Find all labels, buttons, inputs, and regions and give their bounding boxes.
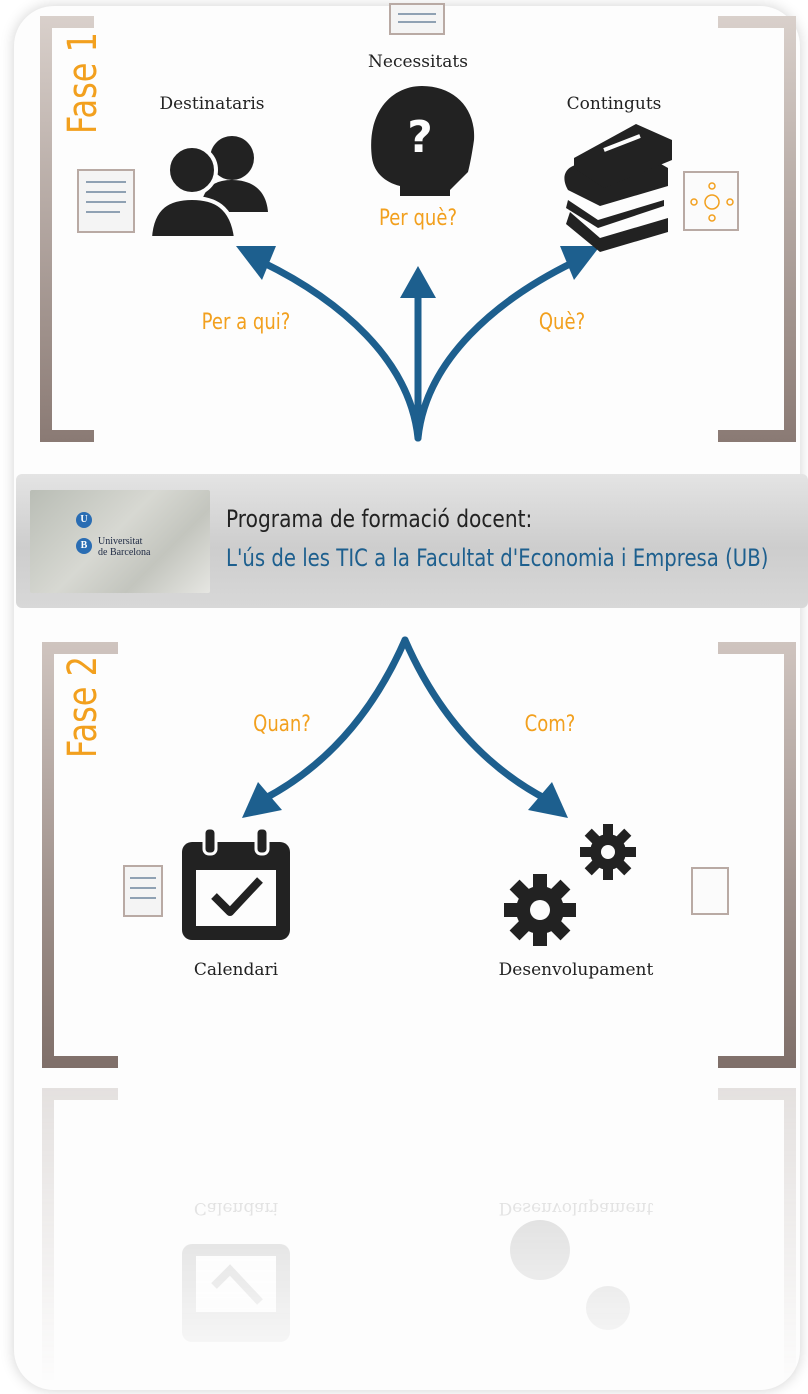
logo-university: Universitat (98, 536, 143, 547)
question-que: Què? (538, 310, 586, 335)
reflection-left-bracket (42, 1088, 118, 1380)
thumb-calendari (123, 865, 163, 917)
reflection-right-bracket (718, 1088, 796, 1380)
banner-title-line2: L'ús de les TIC a la Facultat d'Economia… (226, 544, 769, 572)
arrowhead-calendari (242, 782, 282, 818)
thumb-content (86, 13, 436, 899)
phase2-arrowheads (242, 782, 568, 818)
gears-icon (504, 824, 636, 946)
question-quan: Quan? (253, 712, 311, 737)
ub-logo: U B Universitat de Barcelona (30, 490, 210, 593)
phase2-arrows (258, 636, 552, 804)
phase2-title: Fase 2 (60, 656, 106, 758)
label-calendari: Calendari (193, 960, 279, 980)
logo-city: de Barcelona (98, 547, 151, 558)
logo-letter-b: B (76, 538, 92, 554)
arrow-to-calendari (258, 636, 409, 804)
arrowhead-destinataris (236, 246, 276, 280)
banner-title-line1: Programa de formació docent: (226, 505, 533, 533)
question-per-que: Per què? (378, 206, 458, 231)
label-continguts: Continguts (566, 94, 662, 114)
question-com: Com? (524, 712, 576, 737)
label-necessitats: Necessitats (368, 52, 468, 72)
arrowhead-desenvolupament (528, 782, 568, 818)
label-destinataris: Destinataris (159, 94, 265, 114)
users-icon (147, 136, 268, 240)
phase1-arrows (258, 258, 578, 442)
arrowhead-continguts (560, 246, 600, 280)
phase1-title: Fase 1 (60, 32, 106, 135)
arrowhead-necessitats (400, 266, 436, 298)
phase1-left-bracket (40, 16, 94, 442)
thumb-necessitats (389, 3, 445, 35)
label-desenvolupament: Desenvolupament (498, 960, 654, 980)
phase1-arrowheads (236, 246, 600, 298)
svg-text:?: ? (407, 112, 433, 163)
reflection-label-calendari: Calendari (193, 1198, 279, 1218)
slide-card (14, 6, 800, 1390)
books-icon (564, 124, 672, 252)
phase1-right-bracket (718, 16, 796, 442)
arrow-to-destinataris (258, 258, 422, 442)
calendar-check-icon (182, 826, 290, 940)
arrow-to-desenvolupament (401, 636, 552, 804)
reflection-label-desenvolupament: Desenvolupament (498, 1198, 654, 1218)
arrow-to-continguts (414, 258, 578, 442)
reflection-gears-icon (510, 1220, 630, 1330)
reflection-calendar-icon (182, 1244, 290, 1342)
reflection-graphics (42, 1088, 796, 1380)
network-icon (690, 182, 734, 222)
logo-letter-u: U (76, 512, 92, 528)
phase2-right-bracket (718, 642, 796, 1068)
question-head-icon: ? (371, 86, 475, 196)
mirror-reflection: Calendari Desenvolupament (14, 1080, 800, 1390)
thumb-desenvolupament (691, 867, 729, 915)
phase2-left-bracket (42, 642, 118, 1068)
question-per-a-qui: Per a qui? (201, 310, 291, 335)
